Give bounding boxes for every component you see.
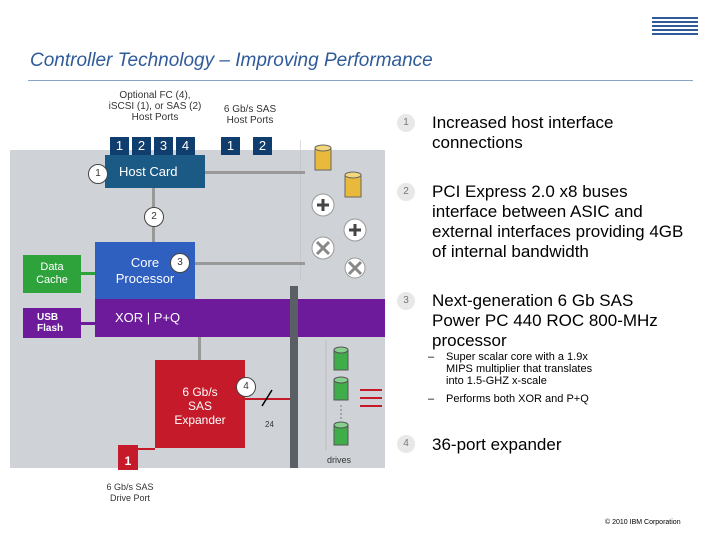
disk-icon [344, 171, 362, 198]
point-number: 1 [397, 114, 415, 132]
page-title: Controller Technology – Improving Perfor… [30, 50, 433, 71]
marker-4: 4 [236, 377, 256, 397]
expander-link [245, 398, 290, 400]
host-port: 2 [132, 137, 151, 155]
ibm-logo: IBM [652, 17, 698, 40]
usb-flash: USB Flash [23, 308, 81, 338]
host-port: 4 [176, 137, 195, 155]
sub-point-bullet: – [428, 351, 435, 363]
host-card: Host Card [105, 155, 205, 188]
point-number: 2 [397, 183, 415, 201]
connector-line [195, 262, 305, 265]
point-3: Next-generation 6 Gb SAS Power PC 440 RO… [432, 291, 658, 350]
marker-2: 2 [144, 207, 164, 227]
marker-1: 1 [88, 164, 108, 184]
host-port: 1 [110, 137, 129, 155]
point-number: 3 [397, 292, 415, 310]
point-number: 4 [397, 435, 415, 453]
copyright: © 2010 IBM Corporation [605, 519, 681, 526]
host-ports-label-right: 6 Gb/s SAS Host Ports [223, 104, 277, 126]
sub-point-1: Super scalar core with a 1.9x MIPS multi… [446, 351, 593, 387]
xor-engine: XOR | P+Q [95, 299, 385, 337]
point-4: 36-port expander [432, 435, 562, 454]
expander-port-count: 24 [265, 420, 274, 429]
drive-icon [333, 346, 349, 371]
sas-host-port: 1 [221, 137, 240, 155]
sub-point-2: Performs both XOR and P+Q [446, 393, 589, 405]
sub-point-bullet: – [428, 393, 435, 405]
drive-icon [333, 376, 349, 401]
point-1: Increased host interface connections [432, 113, 614, 152]
bus-slash-icon [261, 389, 273, 407]
point-2: PCI Express 2.0 x8 buses interface betwe… [432, 182, 684, 261]
drive-port: 1 [118, 445, 138, 470]
x-icon [344, 257, 366, 279]
backplane-bar [290, 286, 298, 468]
drives-label: drives [327, 455, 352, 465]
drive-bay-icons [300, 140, 367, 280]
connector-line [81, 272, 95, 275]
x-icon [311, 236, 335, 260]
sas-host-port: 2 [253, 137, 272, 155]
drive-icon [333, 421, 349, 446]
marker-3: 3 [170, 253, 190, 273]
data-cache: Data Cache [23, 255, 81, 293]
drives-column [325, 340, 382, 450]
connector-line [198, 337, 201, 360]
svg-text:IBM: IBM [657, 18, 694, 40]
port-icon [311, 193, 335, 217]
port-icon [343, 218, 367, 242]
sas-expander: 6 Gb/s SAS Expander [155, 360, 245, 448]
disk-icon [314, 144, 332, 171]
title-rule [28, 80, 693, 81]
host-port: 3 [154, 137, 173, 155]
connector-line [205, 171, 305, 174]
connector-line [81, 322, 95, 325]
host-ports-label-left: Optional FC (4), iSCSI (1), or SAS (2) H… [108, 90, 202, 123]
drive-port-label: 6 Gb/s SAS Drive Port [106, 482, 154, 503]
drive-port-link [125, 448, 155, 450]
